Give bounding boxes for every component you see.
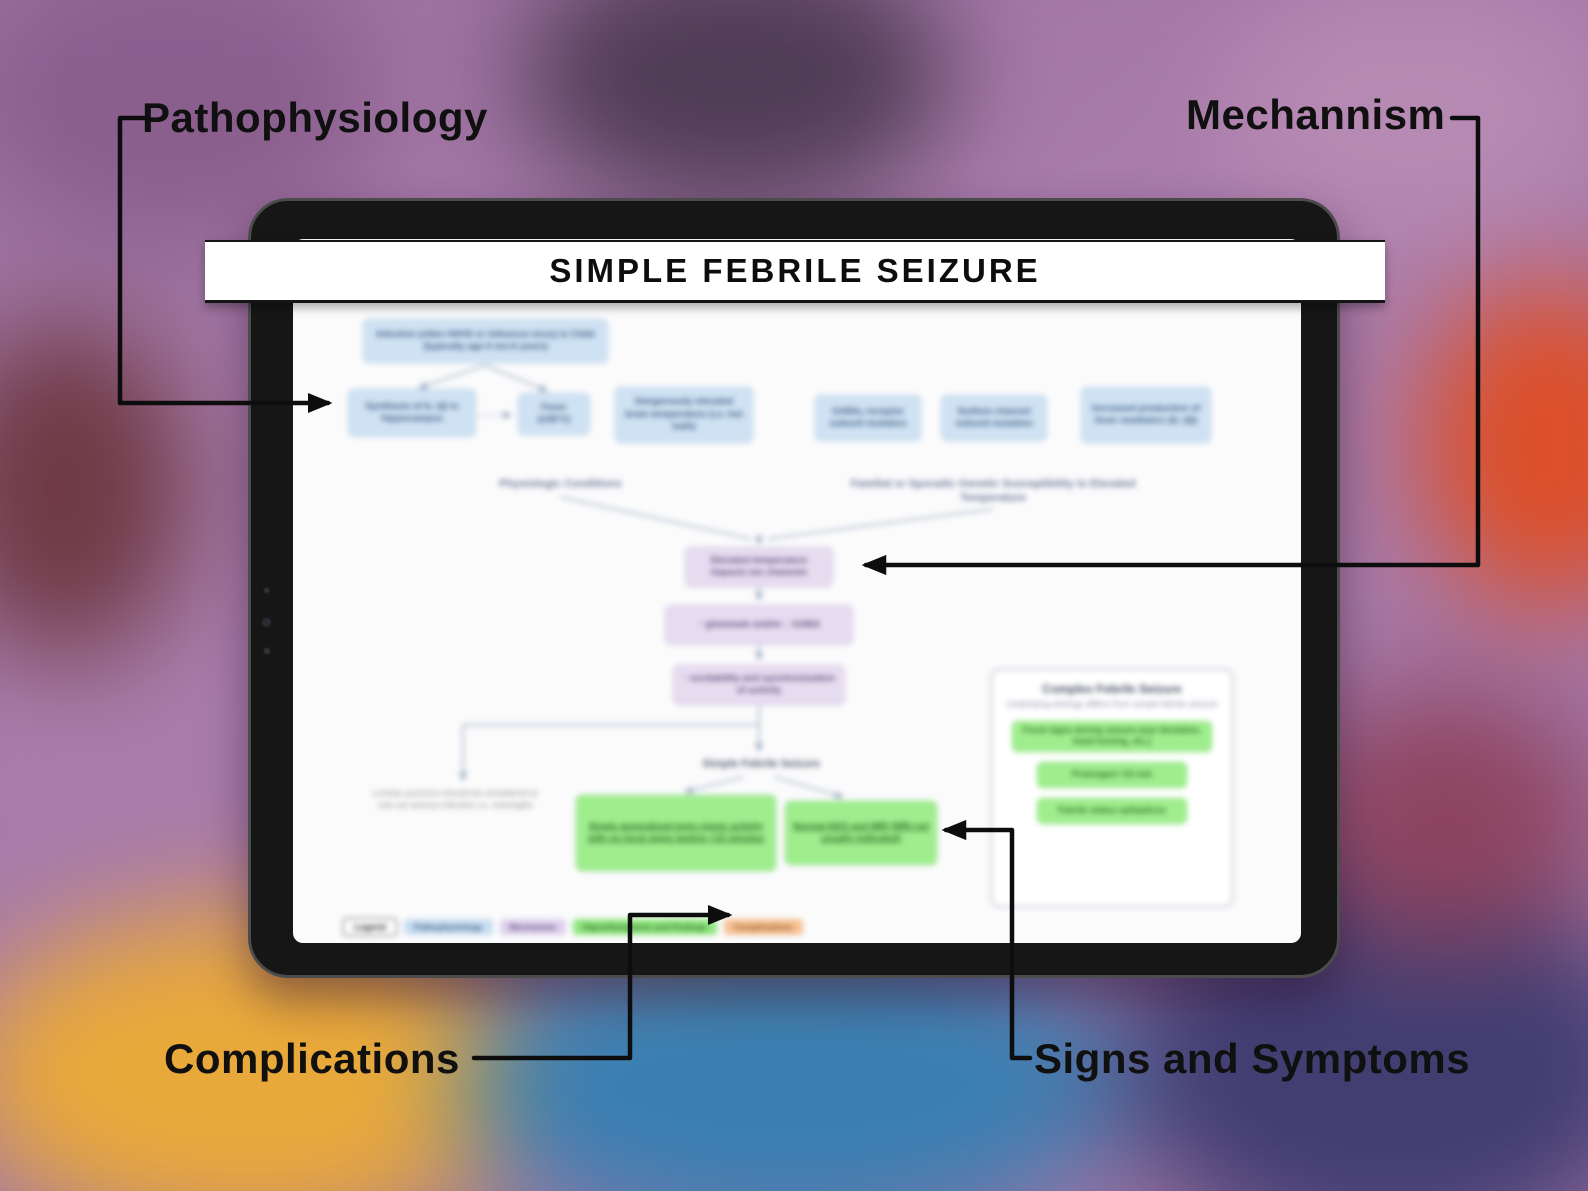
legend-tab-mechanism: Mechanism (499, 919, 566, 935)
diagram-box-ion-channels: Elevated temperature impacts ion channel… (685, 547, 833, 587)
diagram-box-eeg-mri: Normal EEG and MRI (MRI not usually indi… (785, 801, 937, 865)
annotation-signs-symptoms: Signs and Symptoms (1034, 1035, 1471, 1082)
legend-bar: Legend Pathophysiology Mechanism Signs/S… (343, 918, 803, 936)
background-blob (1420, 280, 1588, 610)
panel-title: Complex Febrile Seizure (1042, 682, 1182, 696)
diagram-box-brain-temp: Dangerously elevated brain temperature (… (615, 387, 753, 443)
label-simple-febrile-seizure: Simple Febrile Seizure (702, 758, 820, 770)
background-blob (520, 0, 950, 210)
panel-item-status-epilepticus: Febrile status epilepticus (1037, 798, 1187, 825)
tablet-screen: Infection (often HHV6 or influenza virus… (293, 239, 1301, 943)
panel-item-focal-signs: Focal signs during seizure (eye deviatio… (1012, 720, 1212, 753)
diagram-box-fever: Fever (≥38°C) (518, 393, 590, 435)
page-title: SIMPLE FEBRILE SEIZURE (549, 252, 1041, 289)
note-lumbar-puncture: Lumbar puncture should be considered to … (371, 788, 539, 811)
annotation-pathophysiology: Pathophysiology (142, 94, 488, 141)
diagram-box-gaba-mutation: GABAₐ receptor subunit mutation (815, 395, 921, 441)
label-physiologic-conditions: Physiologic Conditions (499, 478, 622, 490)
diagram-box-sodium-mutation: Sodium channel subunit mutation (941, 395, 1047, 441)
background-blob (0, 320, 190, 660)
tablet-device: Infection (often HHV6 or influenza virus… (248, 198, 1340, 978)
panel-complex-febrile-seizure: Complex Febrile Seizure Underlying etiol… (991, 669, 1233, 907)
diagram-box-fever-mediators: Increased production of fever mediators … (1081, 387, 1211, 443)
annotation-mechanism: Mechannism (1186, 91, 1446, 138)
label-genetic-susceptibility: Familial or Sporadic Genetic Susceptibil… (850, 478, 1136, 505)
diagram-box-tonic-clonic: Single generalized tonic-clonic activity… (576, 795, 776, 871)
diagram-box-infection: Infection (often HHV6 or influenza virus… (363, 319, 608, 363)
tablet-camera-icon (261, 617, 272, 628)
tablet-camera-dot (263, 587, 270, 594)
concept-map: Infection (often HHV6 or influenza virus… (293, 239, 1301, 943)
diagram-box-glutamate-gaba: ↑ glutamate and/or ↓ GABA (665, 605, 853, 645)
panel-item-prolonged: Prolonged >15 min (1037, 762, 1187, 789)
panel-subtitle: Underlying etiology differs from simple … (1006, 699, 1218, 709)
legend-tab-signs-symptoms: Signs/Symptoms and Findings (572, 919, 718, 935)
legend-tab-pathophysiology: Pathophysiology (404, 919, 493, 935)
legend-tab-complications: Complications (724, 919, 803, 935)
title-banner: SIMPLE FEBRILE SEIZURE (205, 240, 1385, 303)
legend-label: Legend (343, 918, 398, 936)
tablet-camera-dot (263, 647, 271, 655)
diagram-box-excitability: ↑ excitability and synchronization of ac… (673, 665, 845, 705)
diagram-box-il1b: Synthesis of IL-1β in hippocampus (348, 389, 476, 437)
annotation-complications: Complications (164, 1035, 460, 1082)
